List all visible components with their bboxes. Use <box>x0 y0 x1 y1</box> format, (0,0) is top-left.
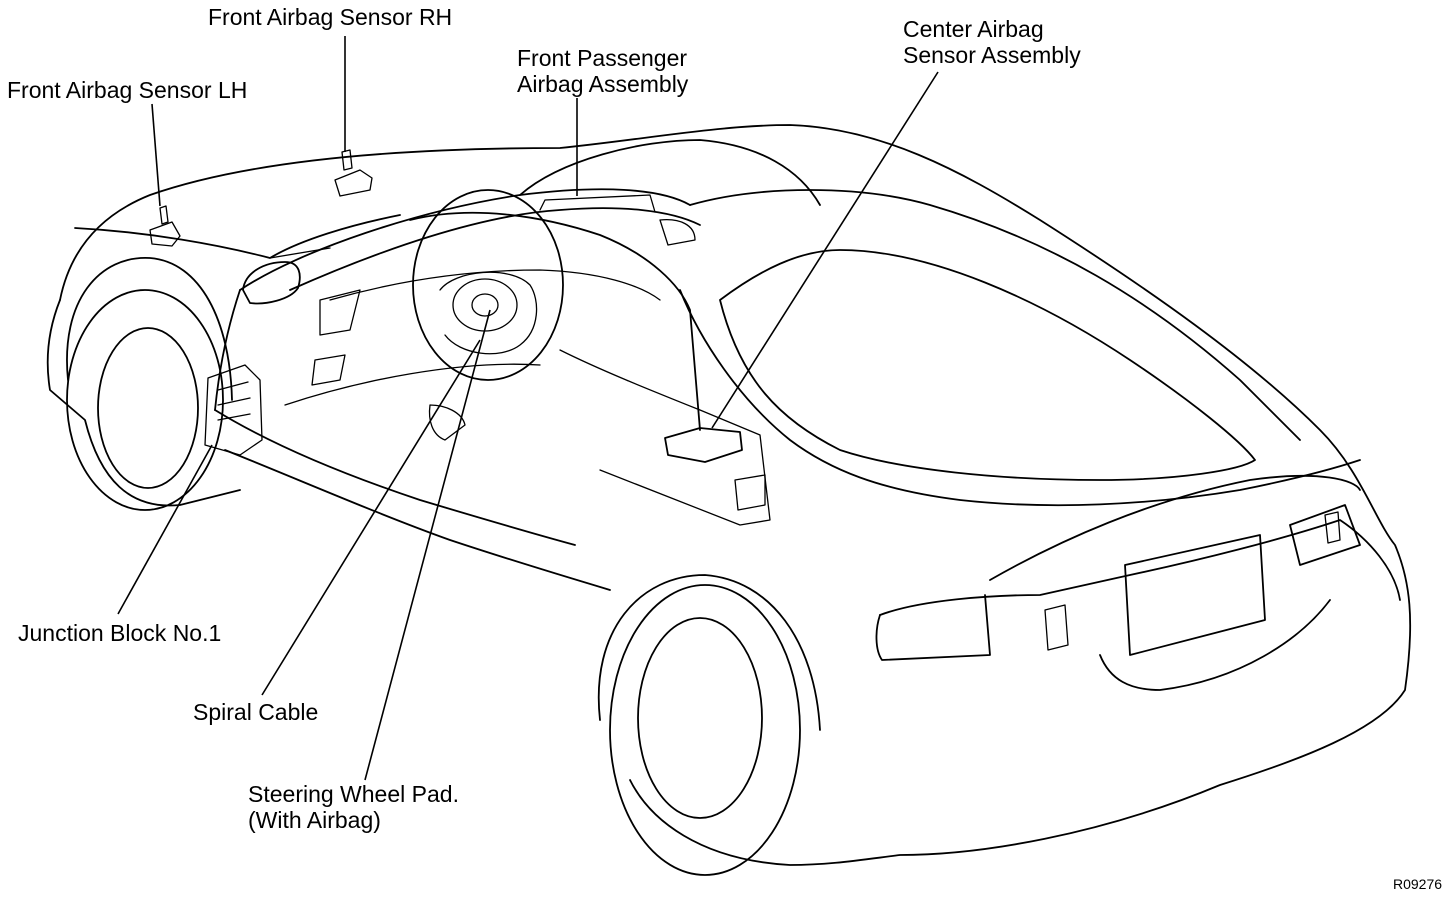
car-lower-left-outline <box>46 299 241 507</box>
label-steering-wheel-pad-line2: (With Airbag) <box>248 807 381 833</box>
steering-pad-center <box>471 293 499 317</box>
hood-crease <box>74 214 401 259</box>
steering-wheel <box>412 189 564 381</box>
side-mirror <box>242 261 301 305</box>
door-line <box>214 409 576 546</box>
center-console <box>559 349 771 526</box>
label-front-airbag-sensor-rh: Front Airbag Sensor RH <box>208 4 453 30</box>
leader-center-sensor <box>711 71 939 429</box>
leader-spiral-cable <box>261 339 481 696</box>
tail-light-right <box>1289 504 1361 566</box>
leader-steering-pad <box>364 309 491 781</box>
junction-block-shape <box>204 364 263 456</box>
leader-front-sensor-lh <box>151 103 161 207</box>
tail-light-left <box>875 594 991 661</box>
center-sensor-shape <box>664 427 743 463</box>
rear-bumper <box>879 519 1401 616</box>
leader-junction-block <box>117 444 213 615</box>
license-plate <box>1124 534 1266 656</box>
figure-code: R09276 <box>1393 876 1443 892</box>
rear-window <box>719 249 1256 481</box>
windshield-base <box>239 188 691 291</box>
front-sensor-lh-shape <box>149 205 181 247</box>
front-sensor-rh-shape <box>334 149 373 197</box>
label-front-airbag-sensor-lh: Front Airbag Sensor LH <box>7 77 248 103</box>
label-center-airbag-sensor-line2: Sensor Assembly <box>903 42 1081 68</box>
dashboard <box>289 207 701 291</box>
label-junction-block: Junction Block No.1 <box>18 620 222 646</box>
label-spiral-cable: Spiral Cable <box>193 699 319 725</box>
label-steering-wheel-pad-line1: Steering Wheel Pad. <box>248 781 459 807</box>
front-wheel <box>66 289 224 511</box>
label-center-airbag-sensor-line1: Center Airbag <box>903 16 1044 42</box>
car-body-outline <box>59 124 1412 866</box>
roof-outline <box>689 189 1301 441</box>
rear-wheel <box>609 584 801 876</box>
label-front-passenger-airbag-line2: Airbag Assembly <box>517 71 689 97</box>
label-front-passenger-airbag-line1: Front Passenger <box>517 45 688 71</box>
a-pillar <box>409 211 701 431</box>
